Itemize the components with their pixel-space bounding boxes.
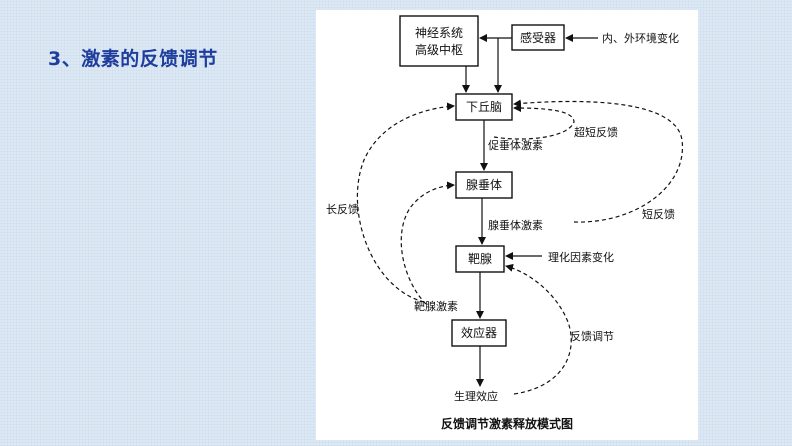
target-gland-label: 靶腺 (468, 252, 492, 266)
feedback-regulation-label: 反馈调节 (570, 330, 614, 343)
releasing-hormone-label: 促垂体激素 (488, 138, 543, 152)
env-change-label: 内、外环境变化 (602, 31, 679, 45)
effector-box (451, 319, 507, 347)
diagram-panel: 神经系统 高级中枢 感受器 下丘脑 腺垂体 靶腺 效应器 内、外环境变化 促垂体… (316, 10, 698, 440)
receptor-label: 感受器 (520, 30, 556, 45)
target-gland-box (455, 245, 505, 273)
feedback-regulation-loop (505, 263, 572, 395)
feedback-diagram: 神经系统 高级中枢 感受器 下丘脑 腺垂体 靶腺 效应器 内、外环境变化 促垂体… (326, 15, 684, 431)
physchem-change-label: 理化因素变化 (548, 250, 614, 264)
diagram-caption: 反馈调节激素释放模式图 (441, 416, 573, 431)
target-hormone-label: 靶腺激素 (414, 299, 458, 313)
cns-label-line1: 神经系统 (415, 26, 463, 40)
physiological-effect-label: 生理效应 (454, 389, 498, 403)
target-to-pituitary-feedback (400, 181, 455, 305)
section-heading: 3、激素的反馈调节 (48, 48, 218, 70)
hypothalamus-label: 下丘脑 (466, 100, 502, 114)
ultra-short-feedback-loop (493, 104, 575, 140)
pituitary-hormone-label: 腺垂体激素 (488, 218, 543, 232)
pituitary-label: 腺垂体 (466, 178, 502, 192)
short-feedback-loop (513, 99, 684, 223)
effector-label: 效应器 (461, 325, 497, 340)
long-feedback-loop (356, 102, 455, 303)
ultra-short-feedback-label: 超短反馈 (574, 125, 618, 139)
short-feedback-label: 短反馈 (642, 207, 675, 221)
cns-box (399, 15, 479, 67)
long-feedback-label: 长反馈 (326, 203, 359, 216)
cns-label-line2: 高级中枢 (415, 42, 463, 57)
pituitary-box (455, 171, 513, 199)
